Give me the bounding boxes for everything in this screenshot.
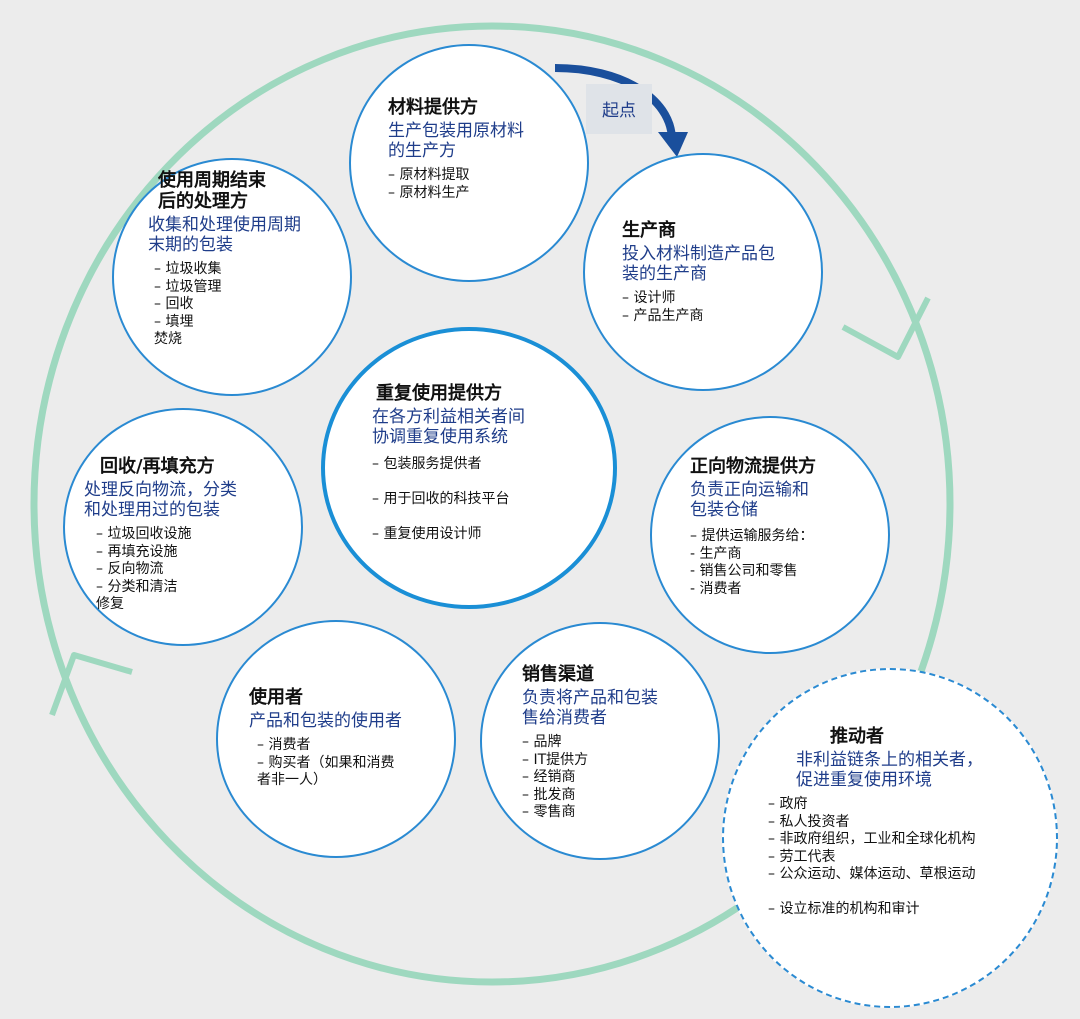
node-enabler	[722, 668, 1058, 1008]
forward-logistics-title: 正向物流提供方	[690, 456, 816, 477]
producer-subtitle: 投入材料制造产品包 装的生产商	[622, 244, 775, 284]
node-material-supplier	[349, 44, 589, 282]
list-item: – 政府	[768, 796, 808, 812]
material-supplier-title: 材料提供方	[388, 97, 478, 118]
sales-channel-items: – 品牌 – IT提供方 – 经销商 – 批发商 – 零售商	[522, 734, 702, 822]
list-item: – 包装服务提供者	[372, 456, 482, 472]
list-item: – 消费者	[257, 737, 311, 753]
start-arrowhead	[658, 132, 688, 157]
reuse-provider-content: 重复使用提供方 在各方利益相关者间 协调重复使用系统 – 包装服务提供者 – 用…	[372, 383, 582, 552]
list-item: – 品牌	[522, 734, 562, 750]
list-item: – 再填充设施	[96, 543, 178, 560]
list-item: – 产品生产商	[622, 307, 704, 324]
node-forward-logistics	[650, 416, 890, 654]
enabler-subtitle: 非利益链条上的相关者， 促进重复使用环境	[796, 750, 983, 790]
list-item: – 垃圾收集	[154, 261, 222, 277]
forward-logistics-content: 正向物流提供方 负责正向运输和 包装仓储 – 提供运输服务给： - 生产商 - …	[690, 456, 870, 598]
list-item: – 分类和清洁 修复	[96, 578, 178, 613]
list-item: – 私人投资者	[768, 813, 850, 830]
list-item: – 回收	[154, 296, 194, 312]
producer-items: – 设计师 – 产品生产商	[622, 290, 818, 325]
list-item: – 经销商	[522, 769, 576, 785]
node-user	[216, 620, 456, 858]
list-item: – 垃圾回收设施	[96, 526, 192, 542]
list-item: – 设计师	[622, 290, 676, 306]
forward-logistics-items: – 提供运输服务给： - 生产商 - 销售公司和零售 - 消费者	[690, 528, 870, 598]
enabler-items: – 政府 – 私人投资者 – 非政府组织，工业和全球化机构 – 劳工代表 – 公…	[768, 796, 1058, 918]
node-recycler-refiller	[63, 408, 303, 646]
cycle-arrowhead-left	[49, 652, 133, 717]
material-supplier-items: – 原材料提取 – 原材料生产	[388, 167, 578, 202]
start-label: 起点	[586, 84, 652, 134]
list-item: – 批发商	[522, 786, 576, 803]
producer-title: 生产商	[622, 220, 676, 241]
list-item: - 消费者	[690, 580, 742, 597]
list-item: – 填埋 焚烧	[154, 313, 194, 348]
list-item: – 原材料提取	[388, 167, 470, 183]
sales-channel-subtitle: 负责将产品和包装 售给消费者	[522, 688, 658, 728]
list-item: – 零售商	[522, 804, 576, 820]
end-of-life-title: 使用周期结束 后的处理方	[158, 170, 266, 212]
material-supplier-subtitle: 生产包装用原材料 的生产方	[388, 121, 524, 161]
sales-channel-title: 销售渠道	[522, 664, 594, 685]
user-title: 使用者	[249, 687, 303, 708]
recycler-title: 回收/再填充方	[100, 456, 215, 477]
list-item: – 劳工代表	[768, 848, 836, 865]
user-items: – 消费者 – 购买者（如果和消费 者非一人）	[249, 737, 449, 790]
list-item: – 公众运动、媒体运动、草根运动	[768, 866, 976, 882]
recycler-subtitle: 处理反向物流，分类 和处理用过的包装	[84, 480, 237, 520]
end-of-life-content: 使用周期结束 后的处理方 收集和处理使用周期 末期的包装 – 垃圾收集 – 垃圾…	[148, 170, 344, 349]
list-item: – 重复使用设计师	[372, 526, 482, 542]
reuse-provider-subtitle: 在各方利益相关者间 协调重复使用系统	[372, 407, 525, 447]
list-item: – 购买者（如果和消费 者非一人）	[257, 754, 395, 789]
sales-channel-content: 销售渠道 负责将产品和包装 售给消费者 – 品牌 – IT提供方 – 经销商 –…	[522, 664, 702, 822]
list-item: – 原材料生产	[388, 184, 470, 201]
node-producer	[583, 153, 823, 391]
recycler-items: – 垃圾回收设施 – 再填充设施 – 反向物流 – 分类和清洁 修复	[84, 526, 294, 614]
end-of-life-subtitle: 收集和处理使用周期 末期的包装	[148, 215, 301, 255]
enabler-title: 推动者	[830, 726, 884, 747]
list-item: – 设立标准的机构和审计	[768, 900, 920, 917]
user-subtitle: 产品和包装的使用者	[249, 711, 402, 731]
forward-logistics-subtitle: 负责正向运输和 包装仓储	[690, 480, 809, 520]
list-item: – 用于回收的科技平台	[372, 491, 510, 507]
enabler-content: 推动者 非利益链条上的相关者， 促进重复使用环境 – 政府 – 私人投资者 – …	[768, 726, 1058, 918]
node-reuse-provider	[321, 327, 617, 609]
reuse-provider-items: – 包装服务提供者 – 用于回收的科技平台 – 重复使用设计师	[372, 447, 582, 552]
list-item: - 生产商	[690, 545, 742, 562]
cycle-ring	[30, 22, 954, 986]
user-content: 使用者 产品和包装的使用者 – 消费者 – 购买者（如果和消费 者非一人）	[249, 687, 449, 790]
cycle-arrowhead-right	[841, 296, 931, 360]
list-item: – 反向物流	[96, 561, 164, 577]
node-end-of-life-handler	[112, 158, 352, 396]
list-item: – 提供运输服务给：	[690, 528, 814, 544]
node-sales-channel	[480, 622, 720, 860]
recycler-content: 回收/再填充方 处理反向物流，分类 和处理用过的包装 – 垃圾回收设施 – 再填…	[84, 456, 294, 614]
material-supplier-content: 材料提供方 生产包装用原材料 的生产方 – 原材料提取 – 原材料生产	[388, 97, 578, 202]
list-item: - 销售公司和零售	[690, 563, 798, 579]
list-item: – 垃圾管理	[154, 278, 222, 295]
producer-content: 生产商 投入材料制造产品包 装的生产商 – 设计师 – 产品生产商	[622, 220, 818, 325]
list-spacer	[768, 884, 1058, 901]
list-item: – 非政府组织，工业和全球化机构	[768, 831, 976, 847]
reuse-provider-title: 重复使用提供方	[376, 383, 502, 404]
list-item: – IT提供方	[522, 751, 589, 768]
end-of-life-items: – 垃圾收集 – 垃圾管理 – 回收 – 填埋 焚烧	[148, 261, 344, 349]
